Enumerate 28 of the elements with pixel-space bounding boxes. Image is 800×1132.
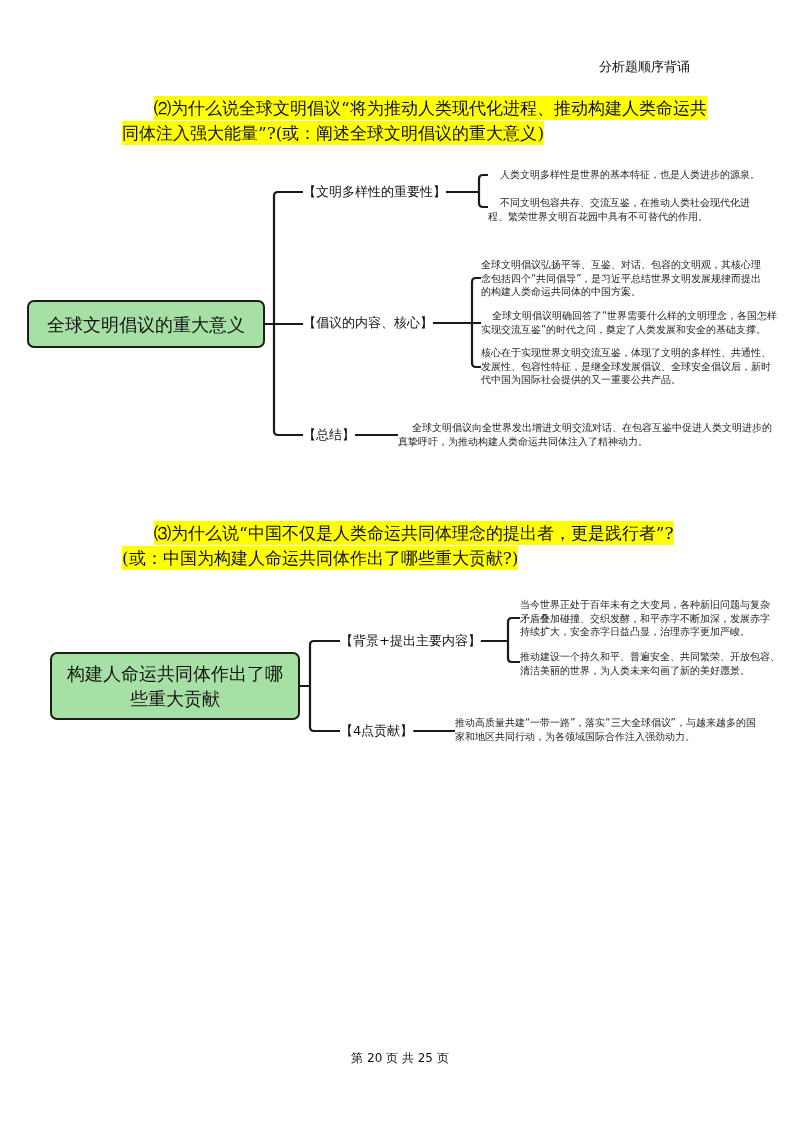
note-text: 全球文明倡议明确回答了“世界需要什么样的文明理念，各国怎样实现交流互鉴”的时代之问，奠定了人类发展和安全的基础支撑。 bbox=[481, 309, 781, 336]
connector-line bbox=[300, 684, 340, 733]
connector-line bbox=[480, 639, 520, 664]
note-text: 全球文明倡议弘扬平等、互鉴、对话、包容的文明观，其核心理念包括四个“共同倡导”，是习近平总结世界文明发展规律而提出的构建人类命运共同体的中国方案。 bbox=[481, 258, 767, 299]
topic-text: 全球文明倡议的重大意义 bbox=[47, 312, 245, 337]
note-text: 不同文明包容共存、交流互鉴，在推动人类社会现代化进程、繁荣世界文明百花园中具有不可替代的作用。 bbox=[488, 196, 754, 223]
connector-line bbox=[355, 433, 398, 437]
topic-text: 构建人命运共同体作出了哪些重大贡献 bbox=[66, 662, 284, 711]
branch-label: 【总结】 bbox=[303, 427, 355, 443]
topic-box bbox=[27, 300, 265, 348]
page-header: 分析题顺序背诵 bbox=[599, 59, 690, 75]
note-text: 人类文明多样性是世界的基本特征，也是人类进步的源泉。 bbox=[488, 168, 773, 182]
topic-box bbox=[50, 652, 300, 720]
branch-label: 【背景+提出主要内容】 bbox=[340, 633, 481, 649]
connector-line bbox=[265, 322, 303, 437]
note-text: 推动建设一个持久和平、普遍安全、共同繁荣、开放包容、清洁美丽的世界，为人类未来勾画了新的美好愿景。 bbox=[520, 650, 784, 677]
branch-label: 【4点贡献】 bbox=[340, 723, 414, 739]
connector-line bbox=[413, 729, 455, 733]
connector-line bbox=[446, 190, 488, 209]
note-text: 推动高质量共建“一带一路”，落实“三大全球倡议”，与越来越多的国家和地区共同行动，为各领域国际合作注入强劲动力。 bbox=[455, 716, 759, 743]
note-text: 核心在于实现世界文明交流互鉴，体现了文明的多样性、共通性、发展性、包容性特征，是继全球发展倡议、全球安全倡议后，新时代中国为国际社会提供的又一重要公共产品。 bbox=[481, 346, 773, 387]
page-number: 第 20 页 共 25 页 bbox=[351, 1050, 449, 1066]
note-text: 全球文明倡议向全世界发出增进文明交流对话、在包容互鉴中促进人类文明进步的真挚呼吁，为推动构建人类命运共同体注入了精神动力。 bbox=[398, 421, 774, 448]
branch-label: 【倡议的内容、核心】 bbox=[303, 315, 433, 331]
branch-label: 【文明多样性的重要性】 bbox=[303, 184, 446, 200]
note-text: 当今世界正处于百年未有之大变局，各种新旧问题与复杂矛盾叠加碰撞、交织发酵，和平赤字不断加深，发展赤字持续扩大，安全赤字日益凸显，治理赤字更加严峻。 bbox=[520, 598, 776, 639]
question-heading: ⑵为什么说全球文明倡议“将为推动人类现代化进程、推动构建人类命运共同体注入强大能量”?(或：阐述全球文明倡议的重大意义) bbox=[122, 96, 707, 145]
question-heading: ⑶为什么说“中国不仅是人类命运共同体理念的提出者，更是践行者”?(或：中国为构建人命运共同体作出了哪些重大贡献?) bbox=[122, 521, 675, 570]
